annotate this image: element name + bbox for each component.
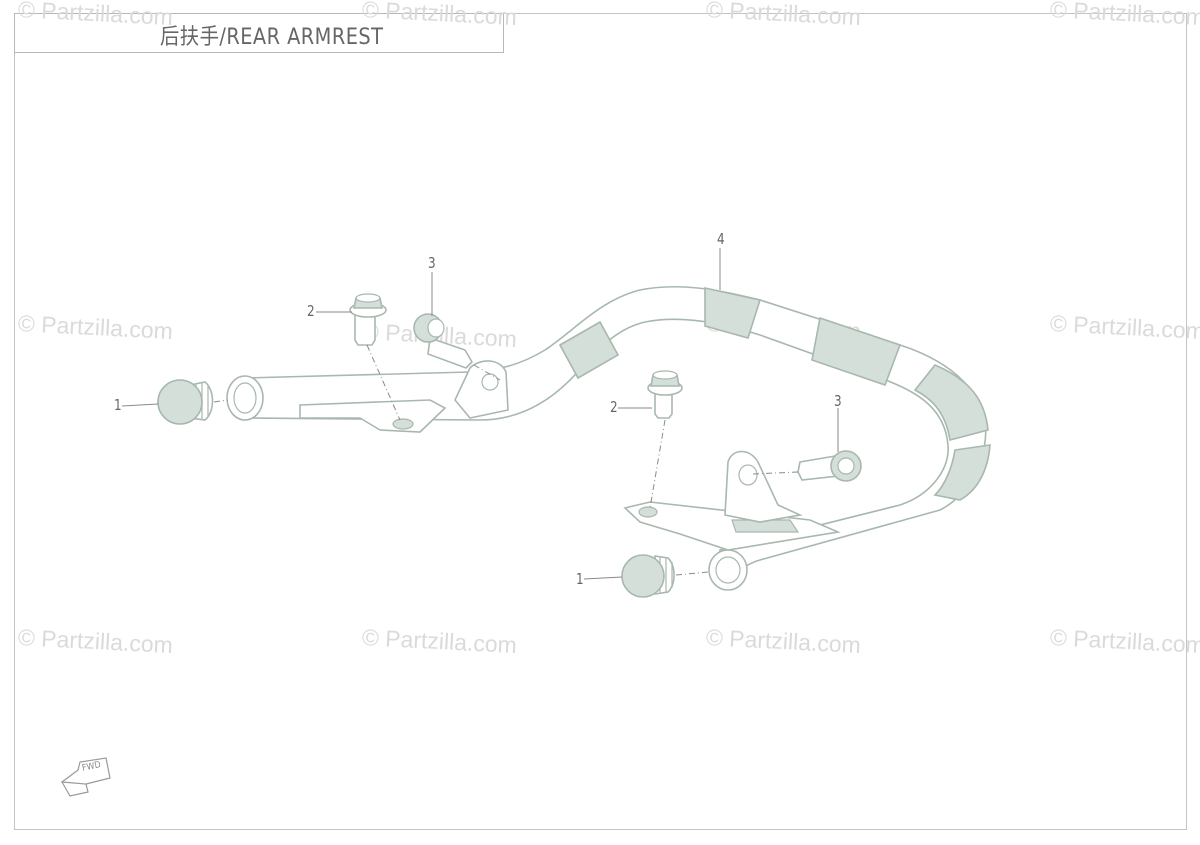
flange-bolt-horizontal-right (797, 450, 862, 482)
drawing-frame (14, 13, 1187, 830)
callout-part-2: 2 (306, 302, 315, 320)
flange-bolt-left (349, 293, 387, 346)
armrest-tube (226, 285, 991, 591)
end-cap-right (621, 554, 675, 598)
callout-part-2: 2 (609, 398, 618, 416)
callout-part-1: 1 (113, 396, 122, 414)
callout-part-3: 3 (427, 254, 436, 272)
callout-part-4: 4 (716, 230, 725, 248)
flange-bolt-right (647, 370, 683, 419)
leader-lines (121, 248, 839, 580)
end-cap-left (157, 379, 214, 425)
forward-arrow-icon (60, 757, 111, 797)
callout-part-3: 3 (833, 392, 842, 410)
page-title: 后扶手/REAR ARMREST (160, 25, 384, 50)
callout-part-1: 1 (575, 570, 584, 588)
flange-bolt-horizontal-left (413, 313, 474, 369)
title-box (14, 13, 504, 53)
